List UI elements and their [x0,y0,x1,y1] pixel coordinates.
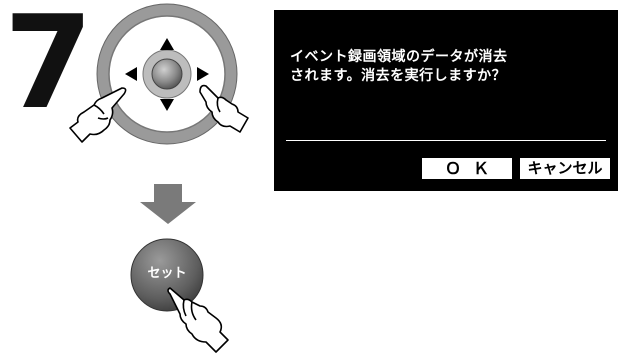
down-block-arrow-icon [140,184,196,224]
set-button[interactable] [130,238,204,312]
set-button-label: セット [147,266,187,281]
divider [286,140,606,141]
cancel-button[interactable]: キャンセル [520,158,610,179]
step-number: 7 [4,0,93,138]
down-arrow-icon[interactable] [160,99,174,111]
dialog-message: イベント録画領域のデータが消去 されます。消去を実行しますか？ [290,49,508,84]
hand-pointer-icon [199,84,249,133]
tv-screen-dialog: イベント録画領域のデータが消去 されます。消去を実行しますか？ ＯＫ キャンセル [274,10,618,191]
hand-pointer-icon [167,287,229,353]
direction-pad[interactable] [96,3,238,145]
center-button[interactable] [151,58,183,90]
left-arrow-icon[interactable] [125,67,137,81]
up-arrow-icon[interactable] [160,38,174,50]
ok-button[interactable]: ＯＫ [422,158,512,179]
right-arrow-icon[interactable] [197,67,209,81]
hand-pointer-icon [69,87,127,143]
